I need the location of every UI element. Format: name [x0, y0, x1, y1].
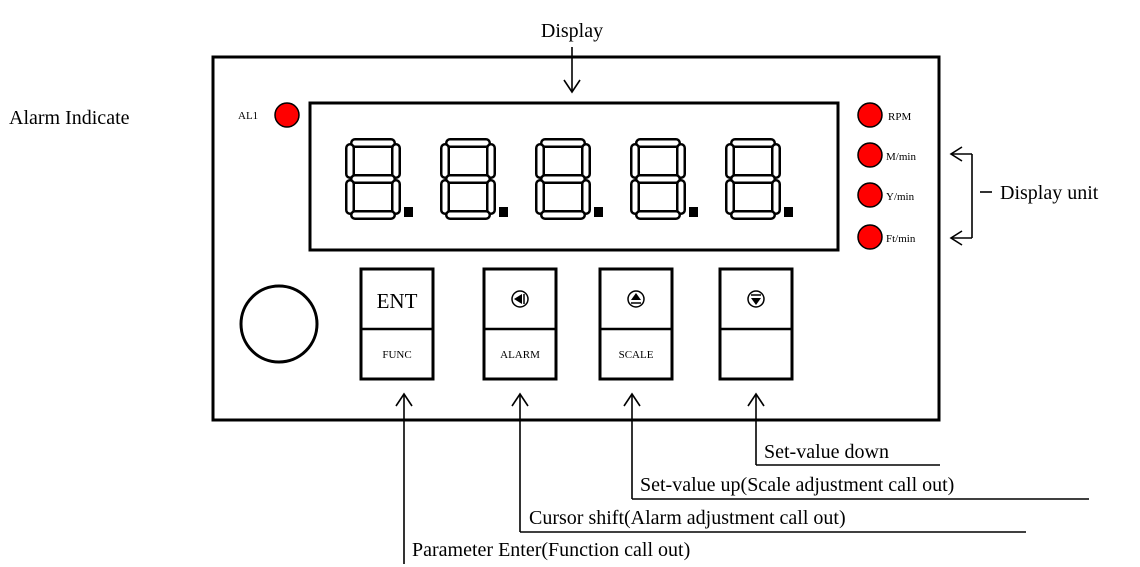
- decimal-point: [594, 207, 603, 217]
- left-arrow-icon: [511, 290, 529, 308]
- parameter-enter-label: Parameter Enter(Function call out): [412, 539, 690, 561]
- display-unit-label: Display unit: [1000, 182, 1099, 204]
- rpm-label: RPM: [888, 111, 911, 123]
- round-window: [239, 284, 319, 364]
- up-scale-button[interactable]: SCALE: [598, 267, 674, 381]
- digit: [630, 138, 698, 220]
- decimal-point: [499, 207, 508, 217]
- display-arrow: [563, 47, 581, 94]
- display-window: [308, 101, 840, 252]
- cursor-alarm-button[interactable]: ALARM: [482, 267, 558, 381]
- decimal-point: [784, 207, 793, 217]
- digit: [535, 138, 603, 220]
- panel-frame: [211, 55, 941, 422]
- digit: [440, 138, 508, 220]
- set-value-down-label: Set-value down: [764, 441, 889, 463]
- func-label: FUNC: [382, 349, 411, 361]
- display-label: Display: [541, 20, 603, 42]
- al1-label: AL1: [238, 110, 258, 122]
- scale-label: SCALE: [619, 349, 654, 361]
- up-arrow-icon: [627, 290, 645, 308]
- m-min-label: M/min: [886, 151, 916, 163]
- display-unit-bracket: [949, 146, 992, 246]
- decimal-point: [404, 207, 413, 217]
- rpm-led: [857, 102, 883, 128]
- set-value-up-label: Set-value up(Scale adjustment call out): [640, 474, 954, 496]
- ft-min-label: Ft/min: [886, 233, 916, 245]
- alarm-indicate-label: Alarm Indicate: [9, 107, 130, 129]
- y-min-label: Y/min: [886, 191, 915, 203]
- m-min-led: [857, 142, 883, 168]
- down-arrow-icon: [747, 290, 765, 308]
- y-min-led: [857, 182, 883, 208]
- alarm-label: ALARM: [500, 349, 540, 361]
- callout-lines: [395, 392, 1089, 564]
- cursor-shift-label: Cursor shift(Alarm adjustment call out): [529, 507, 846, 529]
- ent-label: ENT: [377, 289, 418, 313]
- down-button[interactable]: [718, 267, 794, 381]
- ft-min-led: [857, 224, 883, 250]
- ent-func-button[interactable]: ENT FUNC: [359, 267, 435, 381]
- seven-segment-digits: [345, 138, 793, 220]
- digit: [345, 138, 413, 220]
- decimal-point: [689, 207, 698, 217]
- digit: [725, 138, 793, 220]
- al1-led: [274, 102, 300, 128]
